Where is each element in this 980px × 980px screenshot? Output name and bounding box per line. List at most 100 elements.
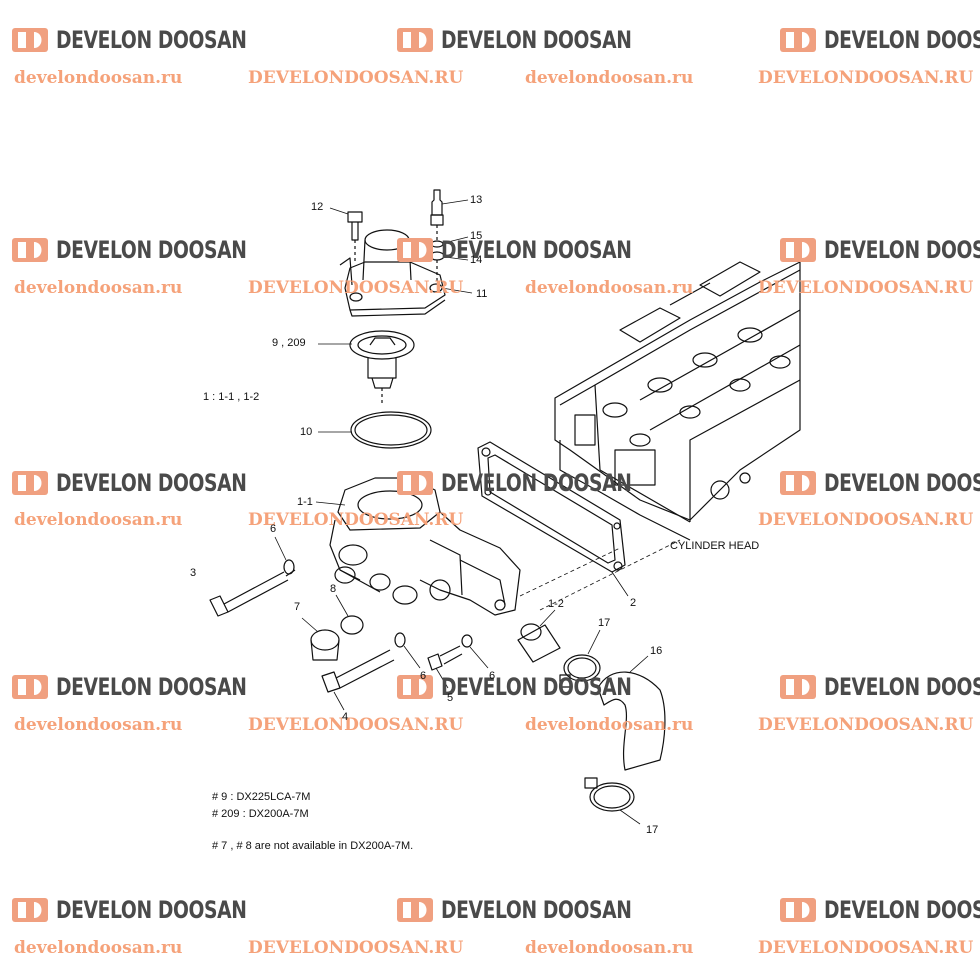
callout-8: 8 (330, 583, 337, 595)
callout-1-1: 1-1 (297, 496, 313, 508)
callout-10: 10 (300, 426, 313, 438)
develon-doosan-logo-icon (397, 28, 433, 52)
pipe-1-2-part (517, 623, 561, 663)
watermark-brand: DEVELON DOOSAN (778, 895, 980, 925)
watermark-brand-text: DEVELON DOOSAN (824, 896, 980, 924)
clamp-17b-part (584, 777, 635, 812)
bolt-4-part (321, 649, 395, 693)
washer-6c-part (461, 634, 473, 648)
thermostat-part (349, 330, 415, 405)
watermark-url: develondoosan.ru (14, 510, 183, 530)
develon-doosan-logo-icon (12, 238, 48, 262)
note-model-9: # 9 : DX225LCA-7M (212, 791, 311, 803)
watermark-url: DEVELONDOOSAN.RU (248, 938, 464, 958)
plug-7-part (310, 629, 340, 661)
watermark-url: develondoosan.ru (14, 68, 183, 88)
watermark-brand-text: DEVELON DOOSAN (441, 26, 632, 54)
callout-13: 13 (470, 194, 483, 206)
gasket-part (477, 441, 626, 573)
watermark-brand-text: DEVELON DOOSAN (56, 26, 247, 54)
callout-11: 11 (476, 288, 488, 300)
callout-9-209: 9 , 209 (272, 337, 306, 349)
watermark-brand-text: DEVELON DOOSAN (56, 896, 247, 924)
watermark-brand-text: DEVELON DOOSAN (441, 469, 632, 497)
develon-doosan-logo-icon (397, 675, 433, 699)
watermark-url: develondoosan.ru (525, 278, 694, 298)
develon-doosan-logo-icon (397, 238, 433, 262)
watermark-brand-text: DEVELON DOOSAN (56, 236, 247, 264)
watermark-url: DEVELONDOOSAN.RU (758, 715, 974, 735)
develon-doosan-logo-icon (780, 28, 816, 52)
watermark-brand: DEVELON DOOSAN (395, 895, 685, 925)
note-model-209: # 209 : DX200A-7M (212, 808, 309, 820)
callout-17a: 17 (598, 617, 611, 629)
watermark-brand: DEVELON DOOSAN (778, 235, 980, 265)
cylinder-head-label: CYLINDER HEAD (670, 540, 760, 552)
callout-16: 16 (650, 645, 663, 657)
callout-6a: 6 (270, 523, 277, 535)
watermark-url: develondoosan.ru (14, 715, 183, 735)
cylinder-head-drawing (554, 261, 801, 541)
develon-doosan-logo-icon (780, 238, 816, 262)
watermark-brand: DEVELON DOOSAN (395, 235, 685, 265)
watermark-url: DEVELONDOOSAN.RU (758, 510, 974, 530)
watermark-brand-text: DEVELON DOOSAN (56, 673, 247, 701)
watermark-url: develondoosan.ru (14, 278, 183, 298)
watermark-brand-text: DEVELON DOOSAN (441, 896, 632, 924)
develon-doosan-logo-icon (12, 28, 48, 52)
o-ring-8-part (340, 615, 364, 635)
thermostat-housing-part (329, 477, 521, 616)
hose-16-part (597, 671, 666, 771)
callout-2: 2 (630, 597, 637, 609)
watermark-brand: DEVELON DOOSAN (778, 468, 980, 498)
watermark-brand-text: DEVELON DOOSAN (56, 469, 247, 497)
callout-4: 4 (342, 711, 349, 723)
watermark-url: DEVELONDOOSAN.RU (248, 510, 464, 530)
watermark-url: DEVELONDOOSAN.RU (758, 938, 974, 958)
watermark-url: DEVELONDOOSAN.RU (248, 278, 464, 298)
watermark-brand-text: DEVELON DOOSAN (824, 236, 980, 264)
note-availability: # 7 , # 8 are not available in DX200A-7M… (212, 840, 414, 852)
watermark-brand: DEVELON DOOSAN (10, 468, 300, 498)
watermark-brand: DEVELON DOOSAN (10, 672, 300, 702)
callout-12: 12 (311, 201, 324, 213)
callout-17b: 17 (646, 824, 659, 836)
bolt-5-part (427, 645, 463, 671)
callout-14: 14 (470, 254, 483, 266)
callout-1-2: 1-2 (548, 598, 564, 610)
watermark-brand: DEVELON DOOSAN (395, 672, 685, 702)
watermark-url: develondoosan.ru (525, 68, 694, 88)
watermark-url: DEVELONDOOSAN.RU (758, 68, 974, 88)
fitting-13-part (430, 189, 444, 240)
develon-doosan-logo-icon (397, 898, 433, 922)
watermark-brand-text: DEVELON DOOSAN (824, 469, 980, 497)
develon-doosan-logo-icon (780, 471, 816, 495)
watermark-brand-text: DEVELON DOOSAN (824, 26, 980, 54)
watermark-brand-text: DEVELON DOOSAN (441, 236, 632, 264)
callout-6c: 6 (489, 670, 496, 682)
watermark-brand: DEVELON DOOSAN (395, 468, 685, 498)
watermark-brand-text: DEVELON DOOSAN (441, 673, 632, 701)
watermark-brand-text: DEVELON DOOSAN (824, 673, 980, 701)
watermark-url: DEVELONDOOSAN.RU (248, 715, 464, 735)
watermark-brand: DEVELON DOOSAN (10, 25, 300, 55)
develon-doosan-logo-icon (12, 898, 48, 922)
callout-5: 5 (447, 692, 454, 704)
watermark-brand: DEVELON DOOSAN (10, 895, 300, 925)
watermark-brand: DEVELON DOOSAN (395, 25, 685, 55)
watermark-url: DEVELONDOOSAN.RU (248, 68, 464, 88)
watermark-url: develondoosan.ru (525, 938, 694, 958)
callout-6b: 6 (420, 670, 427, 682)
develon-doosan-logo-icon (12, 471, 48, 495)
develon-doosan-logo-icon (12, 675, 48, 699)
develon-doosan-logo-icon (780, 898, 816, 922)
bolt-3-part (209, 569, 296, 617)
callout-3: 3 (190, 567, 197, 579)
clamp-17a-part (559, 654, 601, 688)
watermark-brand: DEVELON DOOSAN (778, 672, 980, 702)
washer-6b-part (394, 632, 406, 648)
watermark-url: DEVELONDOOSAN.RU (758, 278, 974, 298)
develon-doosan-logo-icon (397, 471, 433, 495)
